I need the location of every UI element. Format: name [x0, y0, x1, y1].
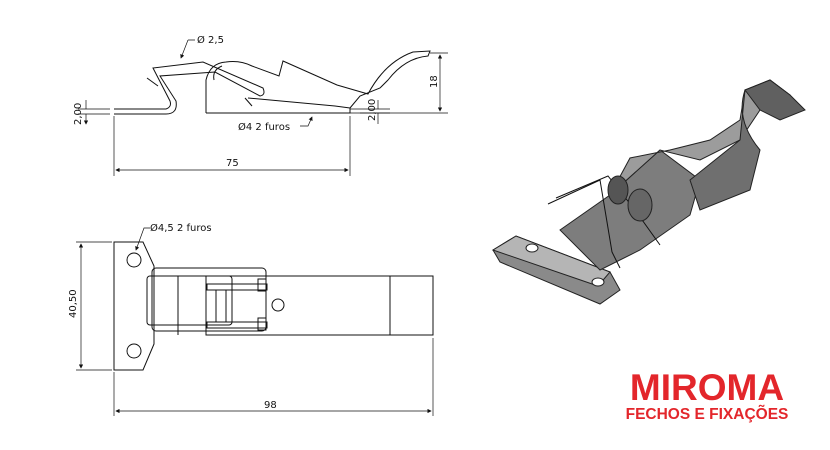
wire-diameter-label: Ø 2,5 — [197, 34, 224, 46]
logo-tagline: FECHOS E FIXAÇÕES — [625, 406, 789, 423]
height-dim: 18 — [429, 75, 440, 88]
top-length-dim: 98 — [264, 400, 277, 411]
thickness-right-dim: 2,00 — [367, 99, 378, 121]
miroma-logo: MIROMA FECHOS E FIXAÇÕES — [612, 367, 802, 424]
side-holes-label: Ø4 2 furos — [238, 121, 290, 133]
side-length-dim: 75 — [226, 158, 239, 169]
top-holes-label: Ø4,5 2 furos — [150, 222, 212, 234]
width-dim: 40,50 — [68, 289, 79, 318]
top-view: Ø4,5 2 furos 40,50 98 — [68, 222, 434, 416]
logo-name: MIROMA — [629, 367, 785, 408]
side-view: Ø 2,5 Ø4 2 furos 2,00 2,00 18 75 — [73, 34, 448, 176]
thickness-left-dim: 2,00 — [73, 103, 84, 125]
isometric-latch-render — [491, 79, 806, 305]
